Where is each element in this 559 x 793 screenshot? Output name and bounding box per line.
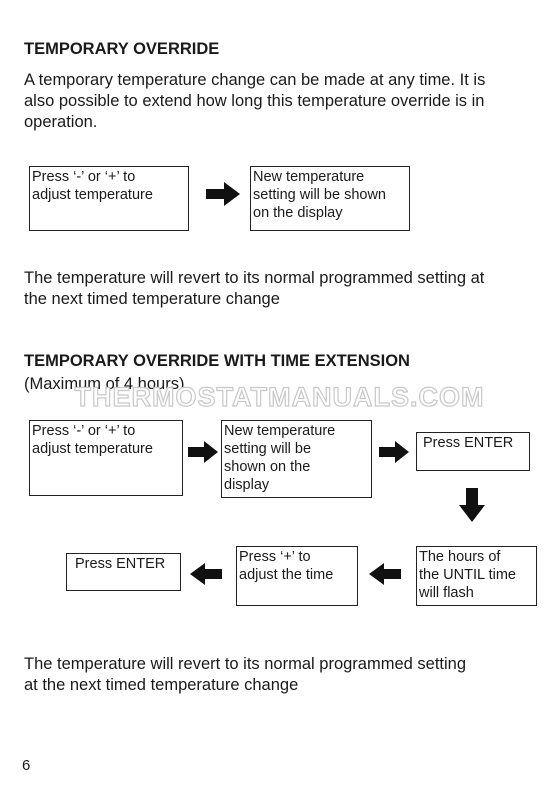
arrow-down-icon xyxy=(459,488,485,522)
page-number: 6 xyxy=(22,757,31,774)
section-heading-temporary-override: TEMPORARY OVERRIDE xyxy=(24,40,220,58)
outro-line: The temperature will revert to its norma… xyxy=(24,269,485,287)
outro-line: The temperature will revert to its norma… xyxy=(24,655,467,673)
arrow-right-icon xyxy=(206,182,240,206)
outro-paragraph: The temperature will revert to its norma… xyxy=(24,654,466,696)
section-heading-override-time-extension: TEMPORARY OVERRIDE WITH TIME EXTENSION xyxy=(24,352,410,370)
arrow-right-icon xyxy=(379,441,409,463)
intro-line: operation. xyxy=(24,113,98,131)
flow-step-new-setting-shown: New temperature setting will be shown on… xyxy=(250,166,410,231)
flow-step-adjust-temperature: Press ‘-’ or ‘+’ to adjust temperature xyxy=(29,420,183,496)
intro-line: also possible to extend how long this te… xyxy=(24,92,485,110)
section-subheading: (Maximum of 4 hours) xyxy=(24,375,185,393)
flow-step-adjust-time: Press ‘+’ to adjust the time xyxy=(236,546,358,606)
arrow-left-icon xyxy=(369,563,401,585)
outro-paragraph: The temperature will revert to its norma… xyxy=(24,268,484,310)
intro-paragraph: A temporary temperature change can be ma… xyxy=(24,70,485,133)
flow-step-new-setting-shown: New temperature setting will be shown on… xyxy=(221,420,372,498)
outro-line: at the next timed temperature change xyxy=(24,676,299,694)
flow-step-press-enter: Press ENTER xyxy=(416,432,530,471)
flow-step-press-enter-final: Press ENTER xyxy=(66,553,181,591)
flow-step-adjust-temperature: Press ‘-’ or ‘+’ to adjust temperature xyxy=(29,166,189,231)
flow-step-until-time-flash: The hours of the UNTIL time will flash xyxy=(416,546,537,606)
arrow-left-icon xyxy=(190,563,222,585)
arrow-right-icon xyxy=(188,441,218,463)
outro-line: the next timed temperature change xyxy=(24,290,280,308)
intro-line: A temporary temperature change can be ma… xyxy=(24,71,486,89)
